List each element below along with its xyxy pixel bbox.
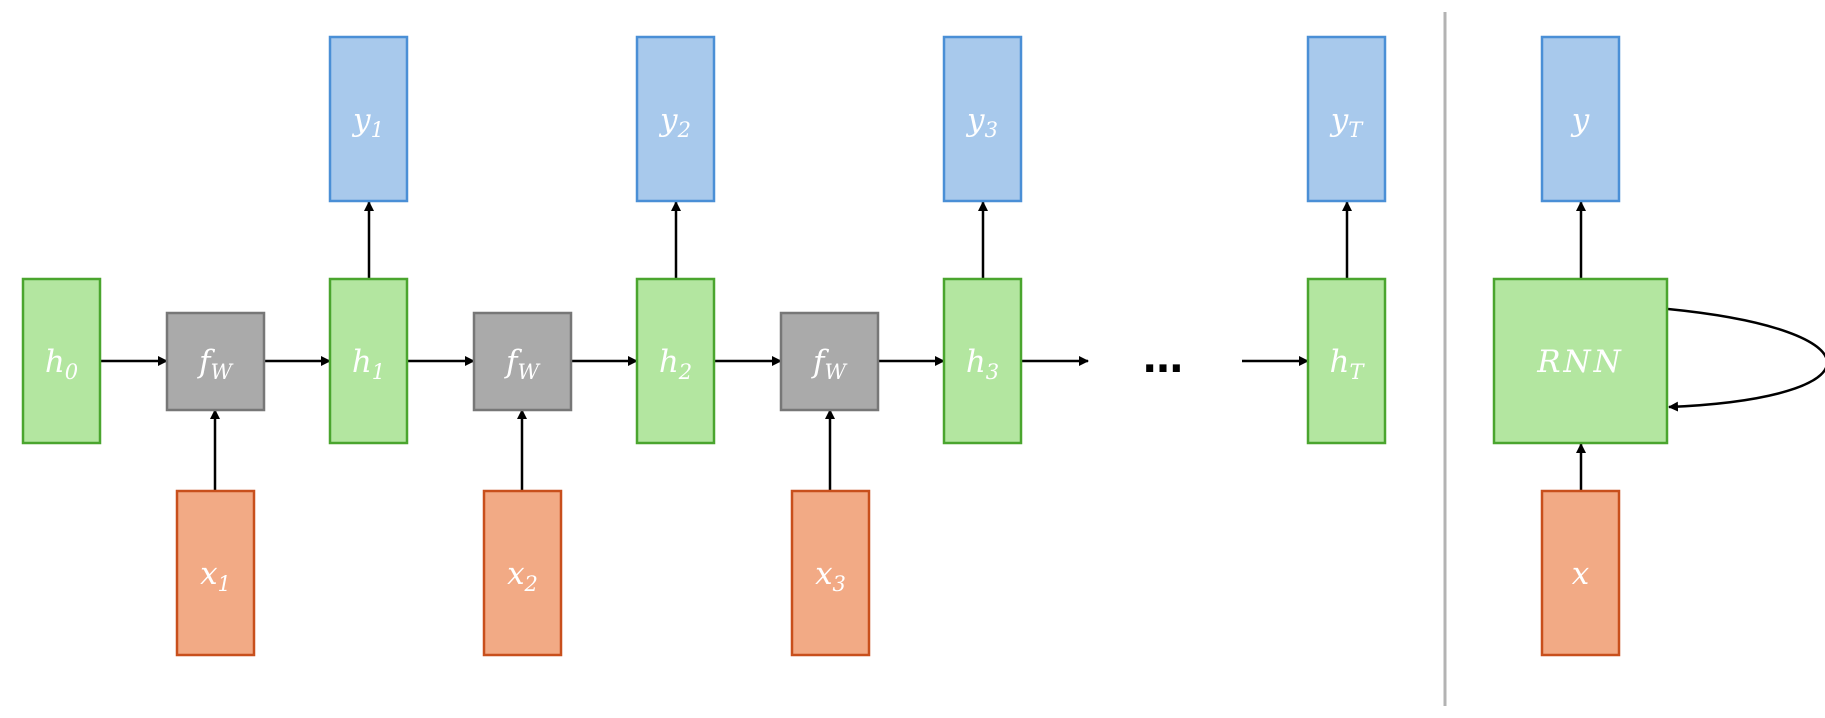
input-x3: x3 (790, 489, 871, 657)
hidden-state-h2: h2 (635, 277, 716, 445)
rolled-output-label: y (1570, 102, 1590, 138)
svg-text:fW: fW (197, 344, 234, 384)
h1-base: h (352, 344, 372, 380)
h2-base: h (659, 344, 679, 380)
y2-sub: 2 (677, 118, 691, 142)
hT-base: h (1330, 344, 1350, 380)
svg-text:h0: h0 (45, 344, 78, 384)
function-block-3: fW (779, 311, 880, 412)
yT-base: y (1329, 102, 1349, 138)
hidden-state-h1: h1 (328, 277, 409, 445)
h0-base: h (45, 344, 65, 380)
svg-text:y1: y1 (351, 102, 384, 142)
function-block-2: fW (472, 311, 573, 412)
rolled-arrows (1576, 201, 1825, 491)
y2-base: y (658, 102, 678, 138)
rnn-cell: RNN (1492, 277, 1669, 445)
rolled-input-x: x (1540, 489, 1621, 657)
rolled-output-y: y (1540, 35, 1621, 203)
x1-sub: 1 (218, 572, 231, 596)
svg-text:x1: x1 (200, 556, 231, 596)
x1-base: x (200, 556, 218, 592)
x2-sub: 2 (524, 572, 538, 596)
f2-sub: W (517, 360, 541, 384)
svg-text:x3: x3 (815, 556, 846, 596)
f3-sub: W (824, 360, 848, 384)
y3-base: y (965, 102, 985, 138)
svg-text:x2: x2 (507, 556, 538, 596)
input-x1: x1 (175, 489, 256, 657)
svg-text:h3: h3 (966, 344, 999, 384)
h0-sub: 0 (65, 360, 78, 384)
svg-text:h2: h2 (659, 344, 692, 384)
unrolled-arrows (100, 201, 1352, 491)
x2-base: x (507, 556, 525, 592)
x3-sub: 3 (833, 572, 846, 596)
output-y2: y2 (635, 35, 716, 203)
recurrent-loop-arrow (1667, 307, 1825, 412)
x3-base: x (815, 556, 833, 592)
svg-text:yT: yT (1329, 102, 1365, 142)
y1-base: y (351, 102, 371, 138)
f1-sub: W (210, 360, 234, 384)
output-y1: y1 (328, 35, 409, 203)
hT-sub: T (1349, 360, 1365, 384)
hidden-state-h3: h3 (942, 277, 1023, 445)
input-x2: x2 (482, 489, 563, 657)
rnn-cell-label: RNN (1536, 344, 1624, 380)
output-yT: yT (1306, 35, 1387, 203)
h1-sub: 1 (372, 360, 385, 384)
output-y3: y3 (942, 35, 1023, 203)
svg-text:hT: hT (1330, 344, 1366, 384)
hidden-state-h0: h0 (21, 277, 102, 445)
svg-text:fW: fW (811, 344, 848, 384)
y1-sub: 1 (371, 118, 384, 142)
yT-sub: T (1348, 118, 1364, 142)
function-block-1: fW (165, 311, 266, 412)
hidden-state-hT: hT (1306, 277, 1387, 445)
svg-text:y3: y3 (965, 102, 998, 142)
svg-text:y2: y2 (658, 102, 691, 142)
ellipsis: … (1143, 336, 1183, 382)
h3-sub: 3 (986, 360, 999, 384)
y3-sub: 3 (985, 118, 998, 142)
rolled-input-label: x (1572, 556, 1590, 592)
svg-text:h1: h1 (352, 344, 385, 384)
h3-base: h (966, 344, 986, 380)
h2-sub: 2 (678, 360, 692, 384)
